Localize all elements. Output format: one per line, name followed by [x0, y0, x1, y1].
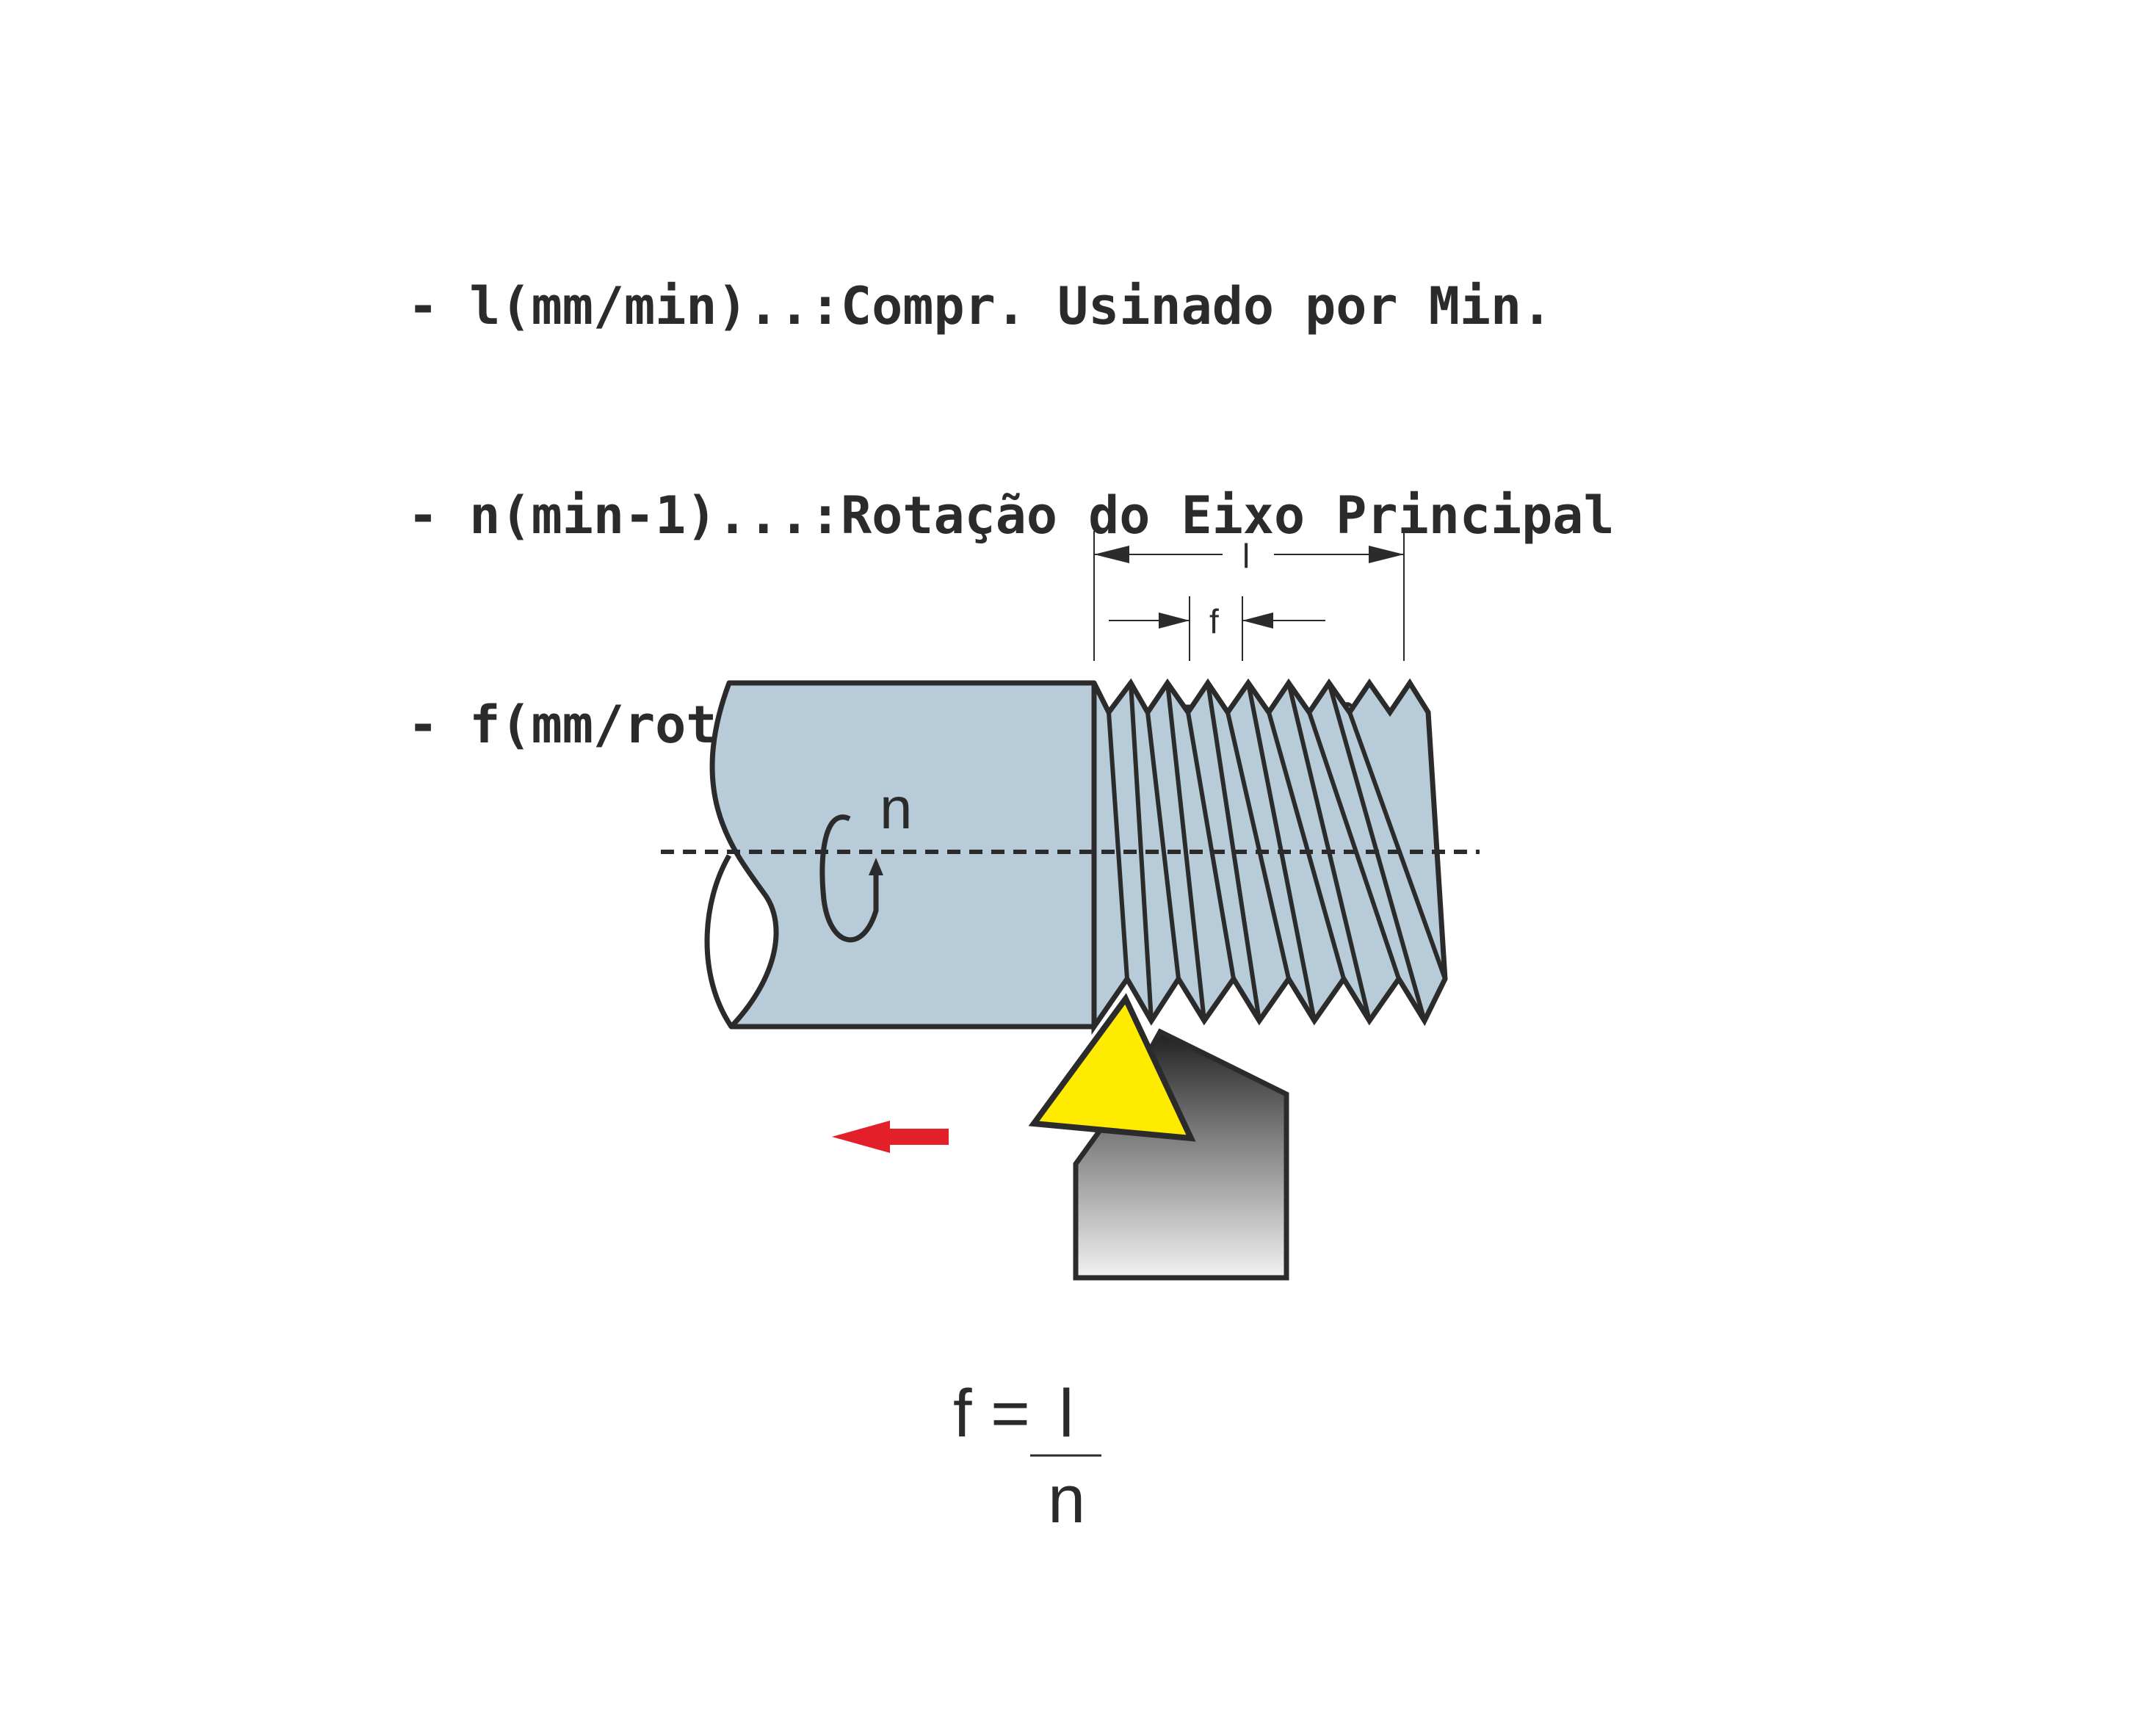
rotation-arrowhead — [869, 858, 883, 875]
feed-direction-arrow — [832, 1121, 949, 1153]
legend-line-n: - n(min-1)...:Rotação do Eixo Principal — [408, 485, 1615, 546]
formula-denominator: n — [1048, 1462, 1085, 1537]
formula-numerator: l — [1059, 1376, 1074, 1451]
dimension-f — [1109, 596, 1325, 661]
formula-lhs: f = — [953, 1376, 1030, 1451]
legend-line-l: - l(mm/min)..:Compr. Usinado por Min. — [408, 276, 1553, 336]
rotation-label: n — [880, 775, 913, 841]
dimension-l — [1093, 531, 1405, 661]
cutting-insert — [1028, 993, 1196, 1142]
formula: f = l n — [953, 1376, 1101, 1537]
threaded-section — [1091, 678, 1448, 1035]
rotation-arrow — [819, 814, 879, 943]
workpiece-body — [709, 680, 1097, 1030]
break-line — [704, 854, 734, 1028]
dimension-l-label: l — [1242, 537, 1250, 575]
dimension-f-label: f — [1209, 602, 1219, 640]
